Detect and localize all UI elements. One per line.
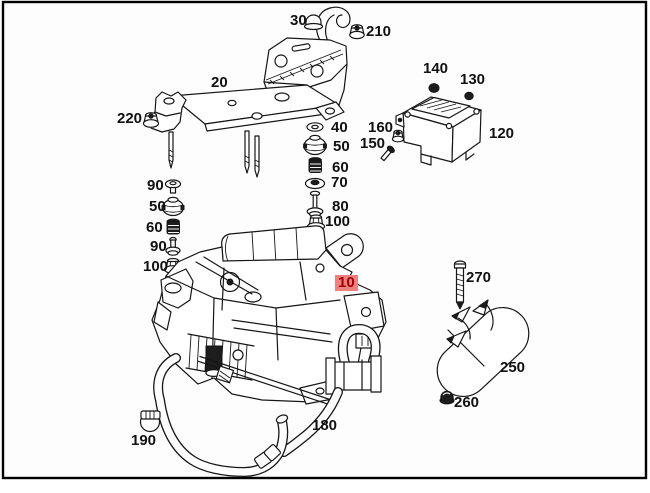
callout-100[interactable]: 100 <box>143 258 169 275</box>
nut-220-drawing <box>142 112 160 128</box>
callout-30[interactable]: 30 <box>290 12 307 29</box>
callout-140[interactable]: 140 <box>423 60 449 77</box>
callout-150[interactable]: 150 <box>360 135 386 152</box>
callout-220[interactable]: 220 <box>117 110 143 127</box>
callout-60[interactable]: 60 <box>332 159 349 176</box>
callout-270[interactable]: 270 <box>466 269 492 286</box>
cap-nut-30-drawing <box>303 14 324 31</box>
callout-90[interactable]: 90 <box>150 238 167 255</box>
callout-160[interactable]: 160 <box>368 119 394 136</box>
hose-assembly-180-drawing <box>153 323 382 478</box>
callout-90[interactable]: 90 <box>147 177 164 194</box>
hatch-band <box>269 55 335 85</box>
pump-assembly-10-drawing <box>151 225 387 405</box>
callout-100[interactable]: 100 <box>325 213 351 230</box>
callout-50[interactable]: 50 <box>333 138 350 155</box>
bracket-20-drawing <box>149 6 351 178</box>
nut-260-drawing <box>439 390 455 405</box>
callout-10-selected[interactable]: 10 <box>335 275 358 291</box>
callout-250[interactable]: 250 <box>500 359 526 376</box>
bolt-270-drawing <box>453 260 467 310</box>
callout-180[interactable]: 180 <box>312 417 338 434</box>
callout-120[interactable]: 120 <box>489 125 515 142</box>
callout-210[interactable]: 210 <box>366 23 392 40</box>
clamp-190-drawing <box>139 410 161 433</box>
callout-50[interactable]: 50 <box>149 198 166 215</box>
callout-20[interactable]: 20 <box>211 74 228 91</box>
callout-40[interactable]: 40 <box>331 119 348 136</box>
callout-130[interactable]: 130 <box>460 71 486 88</box>
control-module-120-drawing <box>380 83 482 166</box>
nut-210-drawing <box>349 24 365 40</box>
callout-60[interactable]: 60 <box>146 219 163 236</box>
callout-80[interactable]: 80 <box>332 198 349 215</box>
callout-70[interactable]: 70 <box>331 174 348 191</box>
callout-260[interactable]: 260 <box>454 394 480 411</box>
accumulator-250-drawing <box>436 299 530 398</box>
callout-190[interactable]: 190 <box>131 432 157 449</box>
